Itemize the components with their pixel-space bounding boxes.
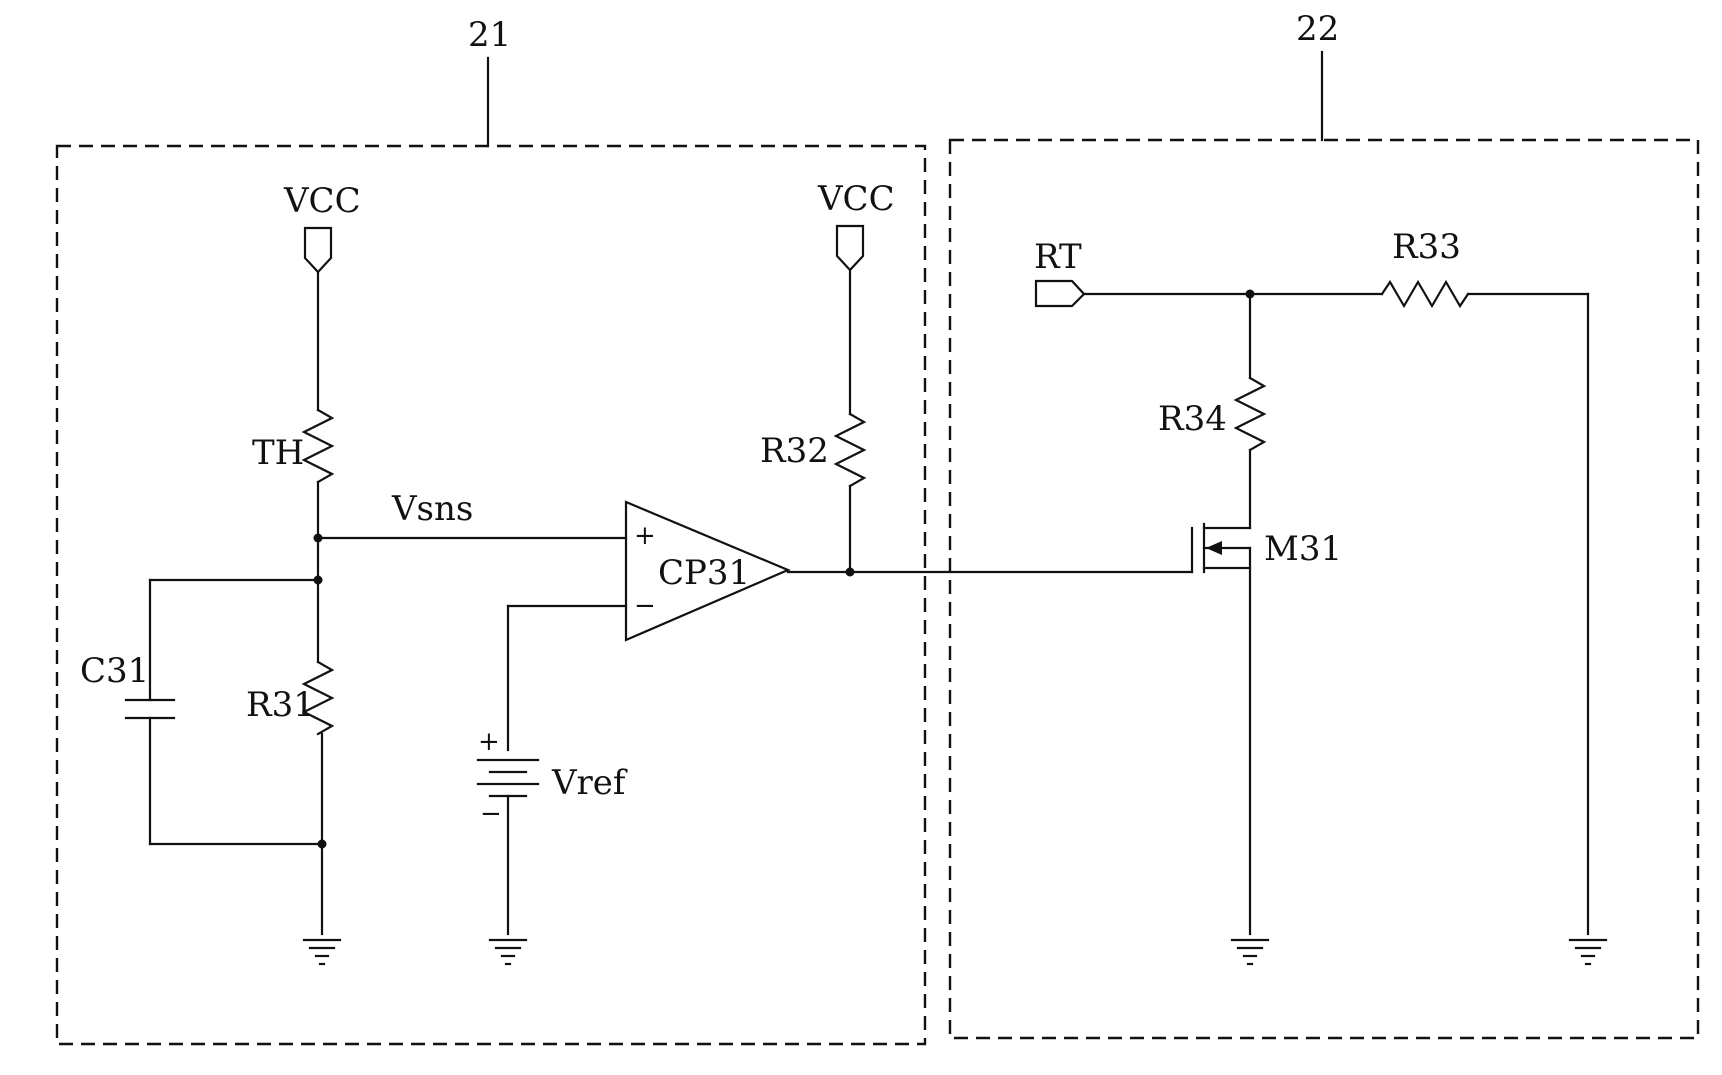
- block-21-label: 21: [468, 15, 511, 55]
- vref-label: Vref: [551, 763, 628, 803]
- vsns-label: Vsns: [391, 489, 473, 529]
- m31-label: M31: [1264, 529, 1342, 569]
- block-21-box: [57, 146, 925, 1044]
- cp31-label: CP31: [658, 553, 750, 593]
- thermistor-th: [304, 410, 332, 482]
- r31-label: R31: [246, 685, 315, 725]
- resistor-r32: [836, 414, 864, 486]
- cp31-plus-label: +: [634, 521, 656, 551]
- block-22-label: 22: [1296, 9, 1339, 49]
- rt-terminal: [1036, 281, 1084, 306]
- battery-vref: [478, 760, 538, 796]
- r34-label: R34: [1158, 399, 1227, 439]
- vcc-left-terminal: [305, 228, 331, 272]
- c31-label: C31: [80, 651, 149, 691]
- resistor-r34: [1236, 378, 1264, 450]
- ground-right-1: [1232, 940, 1268, 964]
- battery-plus-label: +: [478, 727, 500, 757]
- node-output: [846, 568, 855, 577]
- vcc-right-label: VCC: [817, 179, 895, 219]
- r33-label: R33: [1392, 227, 1461, 267]
- rt-label: RT: [1034, 237, 1082, 277]
- vcc-left-label: VCC: [283, 181, 361, 221]
- ground-left-1: [304, 940, 340, 964]
- resistor-r33: [1382, 282, 1468, 306]
- r32-label: R32: [760, 431, 829, 471]
- node-c31-bottom: [318, 840, 327, 849]
- battery-minus-label: −: [480, 799, 502, 829]
- ground-right-2: [1570, 940, 1606, 964]
- mosfet-m31: [1192, 524, 1250, 934]
- thermistor-label: TH: [252, 433, 304, 473]
- ground-left-2: [490, 940, 526, 964]
- vcc-right-terminal: [837, 226, 863, 270]
- cp31-minus-label: −: [634, 591, 656, 621]
